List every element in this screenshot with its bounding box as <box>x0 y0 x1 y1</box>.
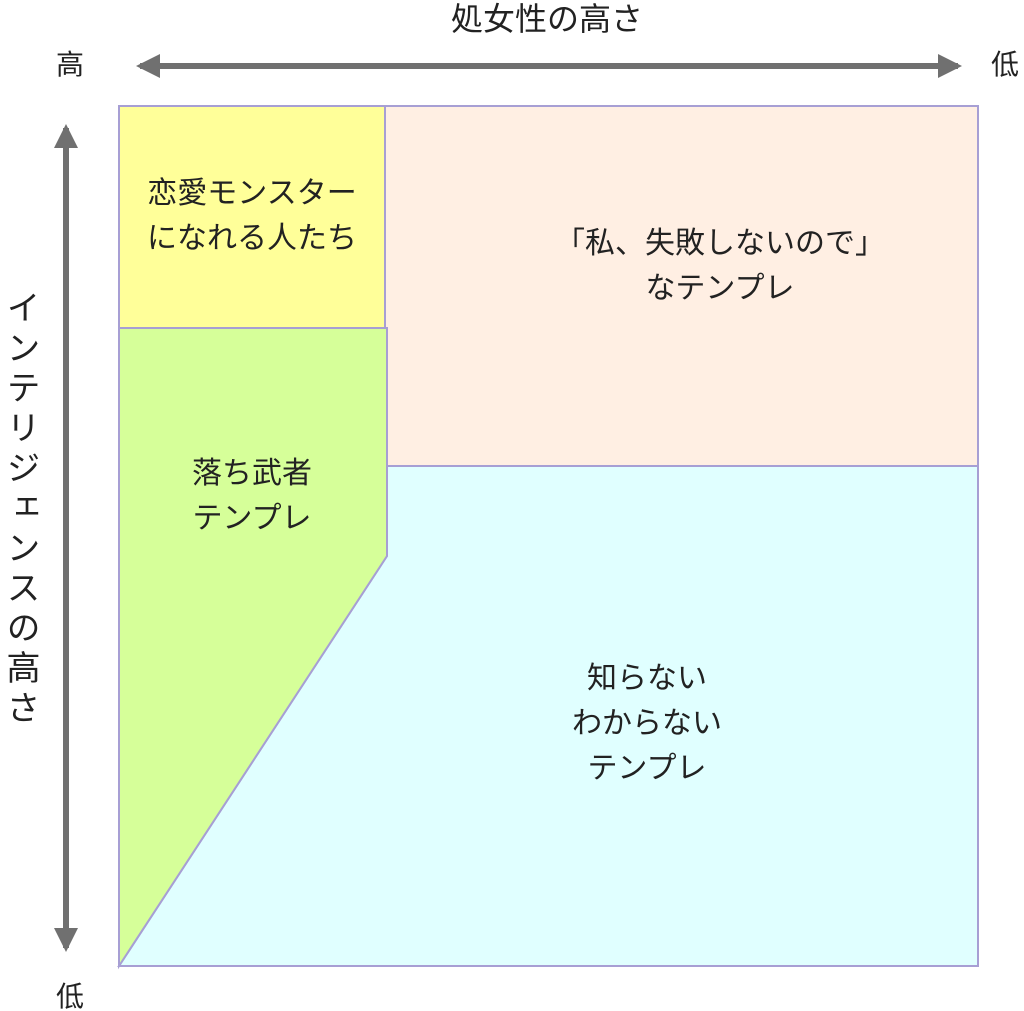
green-label-line-1: 落ち武者 <box>192 456 312 491</box>
left-axis-title: インテリジェンスの高さ <box>0 290 40 730</box>
yellow-label-line-2: になれる人たち <box>147 221 357 256</box>
cyan-label-line-2: わからない <box>572 706 722 741</box>
diagram-frame <box>118 105 979 967</box>
peach-label-line-2: なテンプレ <box>645 271 794 306</box>
region-peach <box>384 105 979 467</box>
region-yellow <box>118 105 386 329</box>
cyan-label-line-3: テンプレ <box>587 751 706 786</box>
left-axis-low-label: 低 <box>56 980 84 1011</box>
top-axis-low-label: 低 <box>991 48 1019 81</box>
top-axis-title: 処女性の高さ <box>451 0 643 38</box>
top-axis-high-label: 高 <box>56 48 84 81</box>
green-label-line-2: テンプレ <box>192 501 311 536</box>
cyan-label-line-1: 知らない <box>587 661 707 696</box>
peach-label-line-1: 「私、失敗しないので」 <box>555 226 885 261</box>
yellow-label-line-1: 恋愛モンスター <box>147 176 356 211</box>
